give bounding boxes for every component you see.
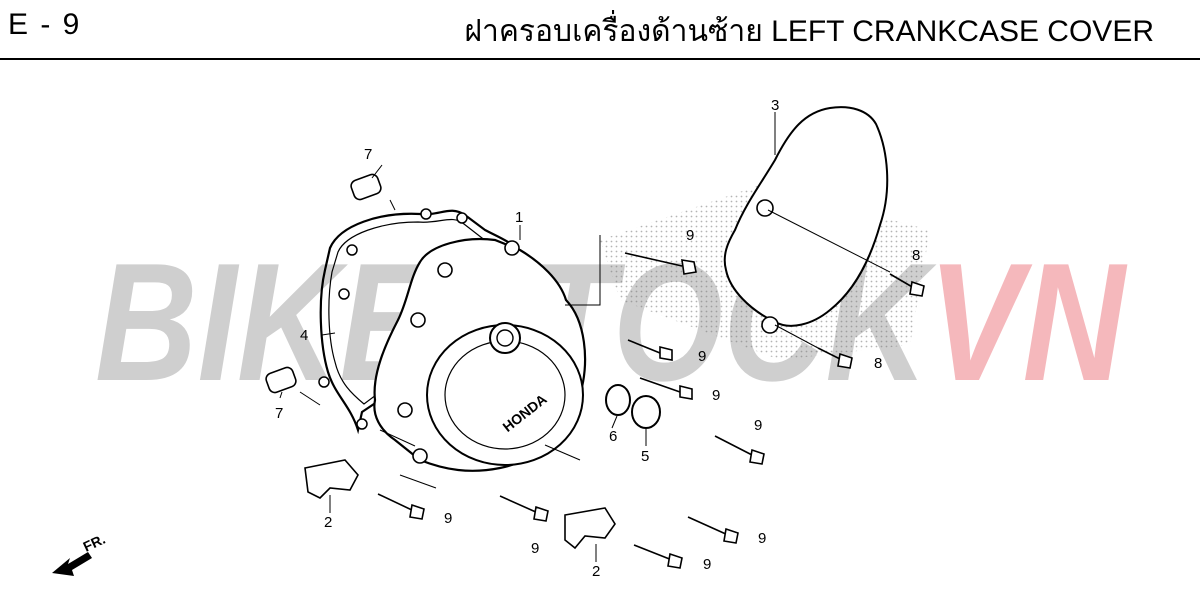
callout-2-right: 2 [592,563,600,580]
callout-9-a: 9 [686,227,694,244]
callout-9-h: 9 [703,556,711,573]
callout-5: 5 [641,448,649,465]
callout-2-left: 2 [324,514,332,531]
front-label: FR. [81,531,108,555]
page-code: E - 9 [8,8,82,41]
callout-9-e: 9 [444,510,452,527]
o-ring [605,384,631,416]
header-divider [0,58,1200,60]
watermark-part-2: VN [928,228,1128,416]
callout-labels: 1 2 2 3 4 5 6 7 7 8 8 9 9 9 9 9 9 9 9 [275,97,920,580]
page-title: ฝาครอบเครื่องด้านซ้าย LEFT CRANKCASE COV… [464,15,1154,48]
clamp-left [304,459,359,499]
callout-4: 4 [300,327,308,344]
callout-1: 1 [515,209,523,226]
callout-6: 6 [609,428,617,445]
sprocket-cover-boss-bottom [761,316,779,334]
callout-9-d: 9 [754,417,762,434]
dowel-pin-bottom [265,366,297,394]
gasket-holes [318,208,468,430]
callout-9-f: 9 [531,540,539,557]
cover-mount-bosses [397,240,520,464]
callout-9-b: 9 [698,348,706,365]
oil-filler-hole-inner [496,329,514,347]
clamp-right [564,507,616,550]
callout-8-top: 8 [912,247,920,264]
callout-8-bottom: 8 [874,355,882,372]
bolts [377,252,925,569]
callout-7-bottom: 7 [275,405,283,422]
callout-3: 3 [771,97,779,114]
front-arrow-icon [52,552,92,576]
leader-lines [279,112,891,562]
front-direction-indicator: FR. [52,531,108,576]
sprocket-cover-boss-top [756,199,774,217]
dowel-pin-top [350,173,382,201]
sprocket-cover [723,106,889,327]
callout-7-top: 7 [364,146,372,163]
callout-9-c: 9 [712,387,720,404]
filler-cap [631,395,661,429]
callout-9-g: 9 [758,530,766,547]
